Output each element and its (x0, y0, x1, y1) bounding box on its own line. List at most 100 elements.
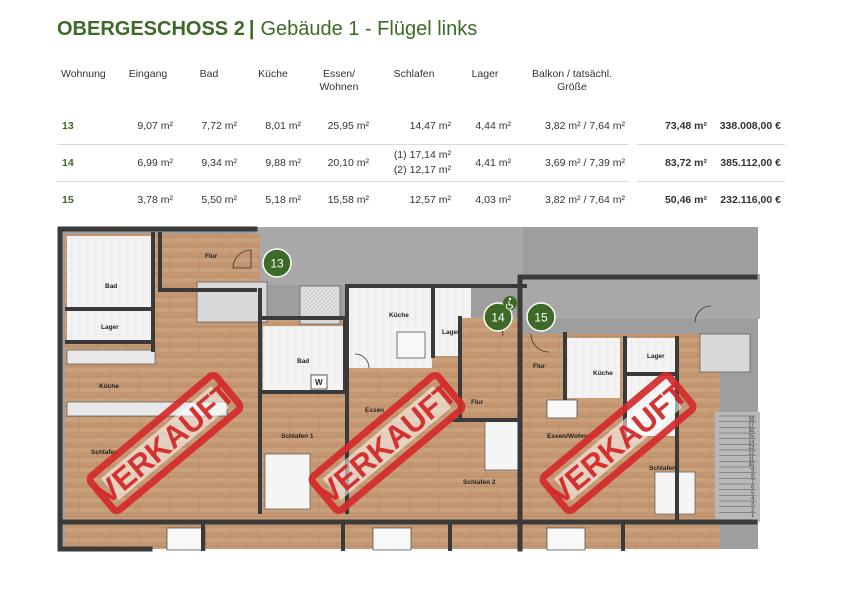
cell-kueche: 5,18 m² (265, 193, 301, 206)
room-label-lager-13: Lager (101, 324, 119, 331)
stair-number: 14 (748, 439, 754, 445)
apt15-balcony-table (546, 527, 586, 551)
marker-13[interactable]: 13 (262, 248, 292, 278)
room-label-w: W (315, 378, 323, 387)
stair-number: 18 (748, 417, 754, 423)
room-label-essen-wohnen-15: Essen/Wohnen (547, 433, 594, 440)
header-kueche: Küche (258, 68, 288, 80)
cell-schlafen: 14,47 m² (373, 108, 455, 145)
apt13-table (166, 527, 206, 551)
apt13-bath (67, 236, 153, 308)
apt13-hall (163, 236, 258, 290)
header-gap (629, 64, 637, 108)
cell-preis: 385.112,00 € (711, 144, 785, 182)
header-price (711, 64, 785, 108)
apt14-balcony-table (372, 527, 412, 551)
stair-number: 5 (751, 490, 754, 496)
stair-number: 15 (748, 434, 754, 440)
marker-14[interactable]: 14 (483, 302, 513, 332)
building-title: Gebäude 1 - Flügel links (260, 18, 478, 40)
apt13-balcony (67, 514, 157, 549)
room-label-kueche-15: Küche (593, 370, 613, 377)
room-label-schlafen-13: Schlafen (91, 449, 118, 456)
cell-eingang: 3,78 m² (137, 193, 173, 206)
stair-number: 13 (748, 445, 754, 451)
apt14-dining-table (396, 331, 426, 359)
header-essen-wohnen: Essen/ Wohnen (319, 68, 359, 93)
cell-kueche: 9,88 m² (241, 144, 305, 182)
room-label-kueche-14: Küche (389, 312, 409, 319)
floor-title: OBERGESCHOSS 2 (57, 18, 245, 40)
corridor (255, 227, 523, 285)
marker-14-label: 14 (491, 311, 505, 325)
header-balkon: Balkon / tatsächl. Größe (532, 68, 612, 93)
cell-essen: 15,58 m² (327, 193, 369, 206)
schlafen-value: 14,47 m² (409, 119, 451, 132)
apt14-hall (460, 318, 520, 418)
cell-gap (629, 145, 637, 182)
room-label-flur-14: Flur (471, 399, 484, 406)
room-label-lager-14: Lager (442, 329, 460, 336)
apt14-wc-box (310, 374, 328, 390)
cell-balkon: 3,82 m² / 7,64 m² (515, 108, 629, 145)
room-label-schlafen2-14: Schlafen 2 (463, 479, 496, 486)
schlafen-value: (1) 17,14 m² (393, 149, 451, 161)
cell-wohnung: 13 (57, 108, 119, 145)
cell-kueche: 8,01 m² (241, 108, 305, 145)
cell-balkon: 3,82 m² / 7,64 m² (545, 193, 625, 206)
header-total (637, 64, 711, 108)
apt14-bed1-mattress (264, 453, 311, 510)
stair-number: 7 (751, 479, 754, 485)
room-label-schlafen1-14: Schlafen 1 (281, 433, 314, 440)
stair-number: 4 (751, 496, 754, 502)
room-label-lager-15: Lager (647, 353, 665, 360)
cell-gesamt: 83,72 m² (637, 144, 711, 182)
header-schlafen: Schlafen (393, 68, 435, 80)
room-label-essen-14: Essen (365, 407, 384, 414)
title-separator: | (248, 18, 255, 40)
schlafen-value: (2) 12,17 m² (393, 164, 451, 176)
apt15-dining-table (546, 399, 578, 419)
cell-bad: 5,50 m² (201, 193, 237, 206)
header-bad: Bad (199, 68, 219, 80)
room-label-bad-13: Bad (105, 283, 117, 290)
cell-bad: 9,34 m² (177, 144, 241, 182)
schlafen-value: 12,57 m² (409, 193, 451, 206)
cell-bad: 7,72 m² (177, 108, 241, 145)
cell-gesamt: 73,48 m² (637, 108, 711, 145)
apt15-storage (625, 338, 677, 374)
stair-number: 8 (751, 473, 754, 479)
header-eingang: Eingang (128, 68, 168, 80)
corridor-right (520, 274, 760, 319)
cell-preis: 338.008,00 € (711, 108, 785, 145)
staircase-steps (719, 415, 756, 513)
apt14-bath (263, 326, 345, 392)
cell-eingang: 9,07 m² (119, 108, 177, 145)
cell-schlafen: (1) 17,14 m² (2) 12,17 m² (373, 144, 455, 182)
walls (57, 226, 758, 552)
page-title: OBERGESCHOSS 2|Gebäude 1 - Flügel links (57, 18, 477, 41)
room-label-flur-15: Flur (533, 363, 546, 370)
table-header-row: Wohnung Eingang Bad Küche Essen/ Wohnen … (57, 64, 785, 108)
cell-lager: 4,41 m² (455, 144, 515, 182)
cell-balkon: 3,69 m² / 7,39 m² (515, 144, 629, 182)
stair-number: 6 (751, 485, 754, 491)
stair-number: 3 (751, 502, 754, 508)
cell-essen: 20,10 m² (305, 144, 373, 182)
cell-lager: 4,03 m² (475, 193, 511, 206)
apt13-kitchen-counter (66, 349, 156, 365)
apt13-storage (67, 310, 153, 342)
marker-15-label: 15 (534, 311, 548, 325)
marker-13-label: 13 (270, 257, 284, 271)
stair-number: 12 (748, 451, 754, 457)
wheelchair-icon (503, 296, 517, 310)
marker-15[interactable]: 15 (526, 302, 556, 332)
cell-gesamt: 50,46 m² (664, 193, 707, 206)
room-label-flur-13: Flur (205, 253, 218, 260)
